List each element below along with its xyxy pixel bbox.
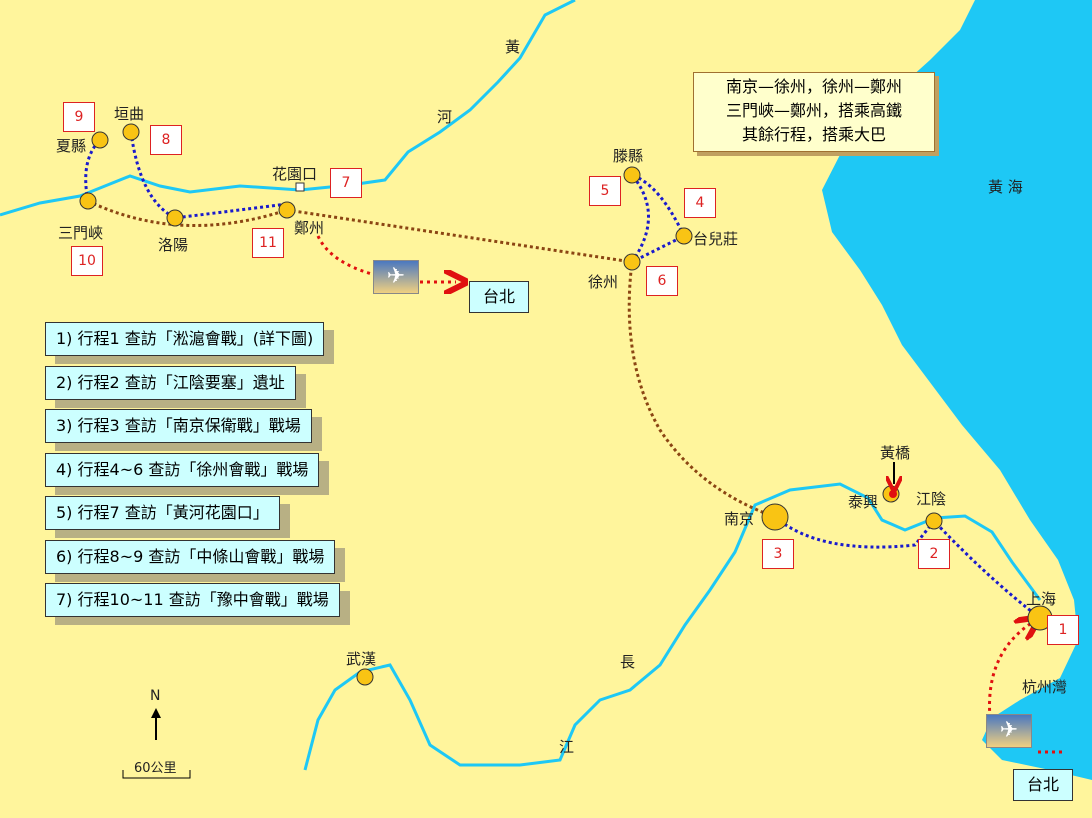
huangqiao-marker <box>889 490 897 498</box>
city-label: 垣曲 <box>114 105 145 123</box>
geo-label: 長 <box>620 653 636 671</box>
city-markers <box>79 123 1053 686</box>
stop-number: 3 <box>762 539 794 569</box>
note-line: 其餘行程，搭乘大巴 <box>741 125 886 144</box>
airplane-icon: ✈ <box>373 260 419 294</box>
city-label: 武漢 <box>346 650 377 668</box>
city-label: 花園口 <box>272 165 318 183</box>
city-label: 夏縣 <box>56 137 87 155</box>
geo-label: 黃 海 <box>988 178 1023 196</box>
city-label: 泰興 <box>848 493 879 511</box>
legend-item: 5) 行程7 查訪「黃河花園口」 <box>45 496 280 530</box>
stop-number: 9 <box>63 102 95 132</box>
city-label: 上海 <box>1026 590 1057 608</box>
rail-route <box>87 199 776 519</box>
stop-number: 2 <box>918 539 950 569</box>
airplane-icon: ✈ <box>986 714 1032 748</box>
taipei-label: 台北 <box>469 281 529 313</box>
geo-label: 河 <box>437 108 453 126</box>
legend-item: 7) 行程10~11 查訪「豫中會戰」戰場 <box>45 583 340 617</box>
bus-route <box>84 131 1041 620</box>
legend-item: 2) 行程2 查訪「江陰要塞」遺址 <box>45 366 296 400</box>
scale-bar <box>122 770 191 779</box>
stop-number: 8 <box>150 125 182 155</box>
stop-number: 7 <box>330 168 362 198</box>
city-label: 台兒莊 <box>693 230 739 248</box>
note-line: 三門峽—鄭州，搭乘高鐵 <box>725 101 902 120</box>
sea <box>822 0 1092 780</box>
city-label: 南京 <box>724 510 755 528</box>
yellow-river <box>0 0 576 217</box>
transport-note: 南京—徐州，徐州—鄭州 三門峽—鄭州，搭乘高鐵 其餘行程，搭乘大巴 <box>693 72 935 152</box>
legend-item: 6) 行程8~9 查訪「中條山會戰」戰場 <box>45 540 336 574</box>
geo-label: 杭州灣 <box>1022 678 1068 696</box>
city-label: 三門峽 <box>58 224 104 242</box>
stop-number: 6 <box>646 266 678 296</box>
geo-label: 黃 <box>505 38 521 56</box>
stop-number: 1 <box>1047 615 1079 645</box>
stop-number: 10 <box>71 246 103 276</box>
flight-route <box>316 235 456 282</box>
city-label: 江陰 <box>916 490 947 508</box>
city-label: 鄭州 <box>294 219 325 237</box>
stop-number: 5 <box>589 176 621 206</box>
city-label: 徐州 <box>588 273 619 291</box>
taipei-label: 台北 <box>1013 769 1073 801</box>
huayuankou-marker <box>295 182 305 192</box>
city-label: 黃橋 <box>880 444 911 462</box>
legend-item: 3) 行程3 查訪「南京保衛戰」戰場 <box>45 409 312 443</box>
city-label: 滕縣 <box>613 147 644 165</box>
geo-label: 江 <box>559 738 575 756</box>
city-label: 洛陽 <box>158 236 189 254</box>
legend-item: 1) 行程1 查訪「淞滬會戰」(詳下圖) <box>45 322 325 356</box>
note-line: 南京—徐州，徐州—鄭州 <box>725 77 902 96</box>
stop-number: 11 <box>252 228 284 258</box>
scale-label: 60公里 <box>134 761 177 776</box>
legend-item: 4) 行程4~6 查訪「徐州會戰」戰場 <box>45 453 320 487</box>
yangtze-river <box>303 482 1042 771</box>
compass-label: N <box>150 688 161 704</box>
stop-number: 4 <box>684 188 716 218</box>
